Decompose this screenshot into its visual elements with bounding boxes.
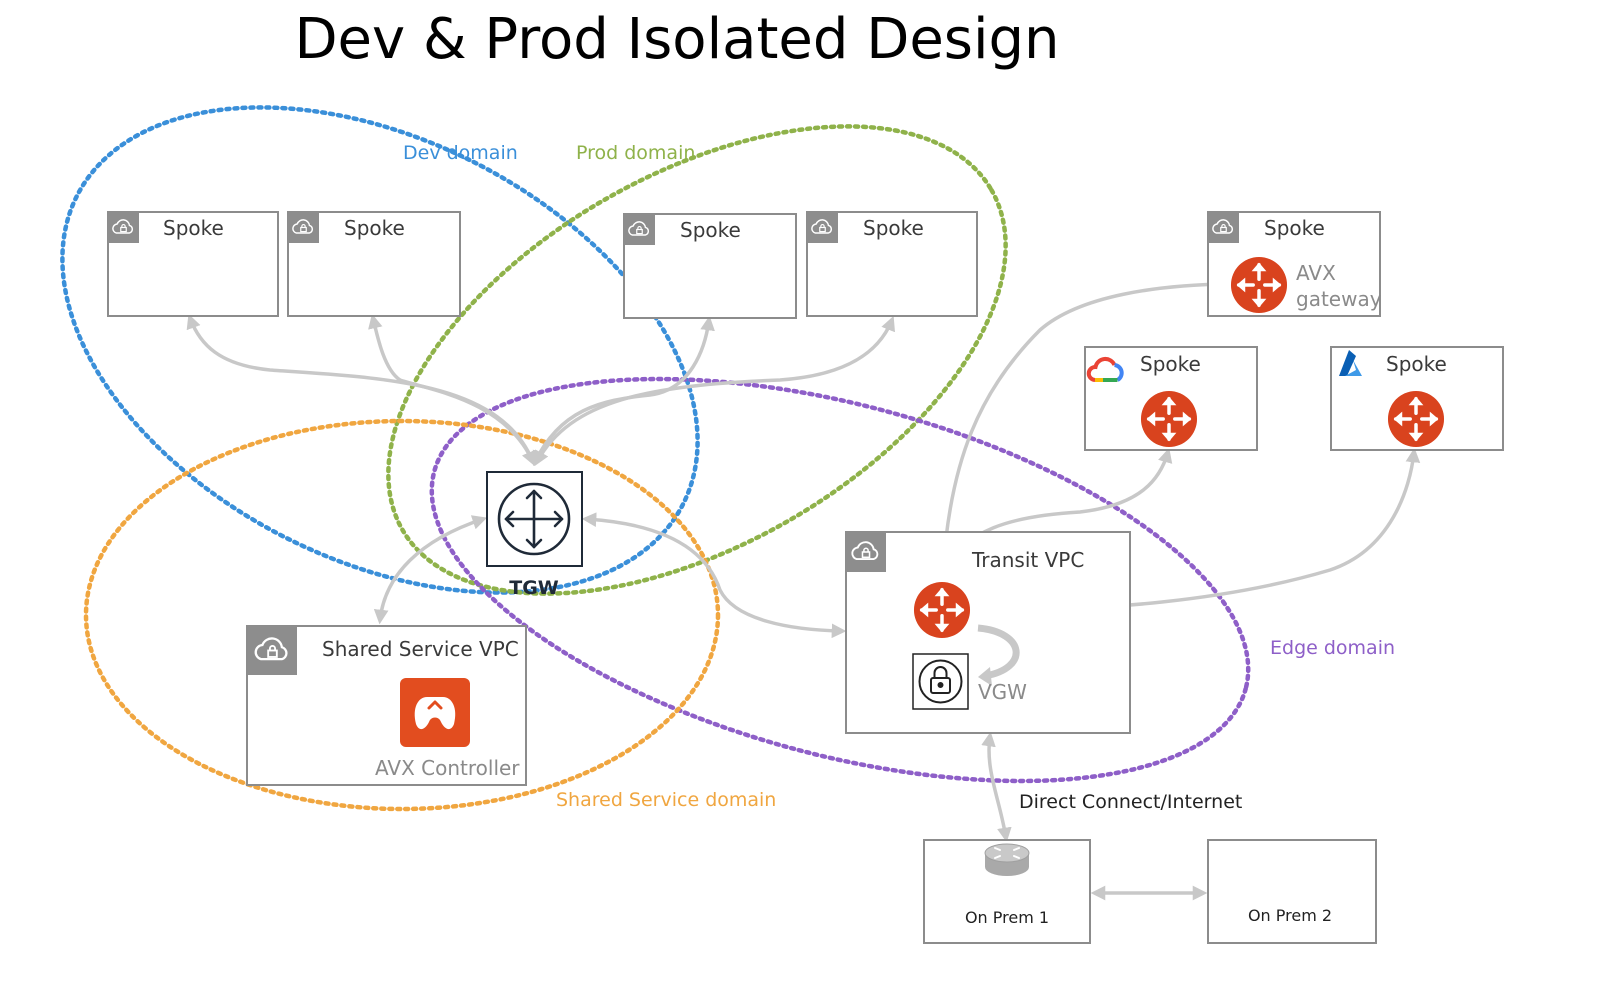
cloud-lock-icon — [247, 626, 298, 675]
router-arrows-icon — [1387, 390, 1445, 448]
spoke-label: Spoke — [1264, 216, 1325, 240]
shared-service-vpc[interactable]: Shared Service VPC AVX Controller — [246, 625, 527, 786]
cloud-lock-icon — [108, 212, 139, 243]
shared-domain-label: Shared Service domain — [556, 789, 776, 811]
transit-vpc[interactable]: Transit VPC VGW — [845, 531, 1131, 734]
page-title: Dev & Prod Isolated Design — [294, 7, 1059, 72]
spoke-label: Spoke — [163, 216, 224, 240]
padlock-icon — [918, 659, 963, 704]
transit-vpc-label: Transit VPC — [971, 548, 1084, 572]
tgw-to-shared-vpc-link — [373, 515, 488, 625]
spoke-label: Spoke — [344, 216, 405, 240]
spoke-label: Spoke — [1386, 352, 1447, 376]
on-prem-1-label: On Prem 1 — [965, 908, 1049, 927]
cloud-lock-icon — [288, 212, 319, 243]
shared-vpc-label: Shared Service VPC — [322, 637, 519, 661]
tgw-to-prod-spoke-2-link — [534, 315, 895, 466]
direct-connect-label: Direct Connect/Internet — [1019, 791, 1242, 813]
cloud-lock-icon — [1208, 212, 1239, 243]
on-prem-1[interactable]: On Prem 1 — [923, 839, 1091, 944]
vgw-node — [912, 653, 969, 710]
spoke-label: Spoke — [680, 218, 741, 242]
prod-spoke-1[interactable]: Spoke — [623, 213, 797, 319]
cloud-lock-icon — [807, 212, 838, 243]
avx-controller-icon — [400, 678, 470, 747]
avx-gateway-label-line2: gateway — [1296, 287, 1382, 311]
onprem-router-icon — [984, 843, 1030, 876]
curved-arrow-head — [978, 667, 992, 686]
avx-controller-label: AVX Controller — [375, 756, 520, 780]
tgw-to-dev-spoke-2-link — [368, 313, 536, 467]
prod-spoke-2[interactable]: Spoke — [806, 211, 978, 317]
aws-avx-spoke[interactable]: Spoke AVX gateway — [1207, 211, 1382, 317]
on-prem-2[interactable]: On Prem 2 — [1207, 839, 1377, 944]
vgw-label: VGW — [978, 680, 1027, 704]
avx-gateway-label-line1: AVX — [1296, 261, 1336, 285]
tgw-to-transit-vpc-link — [581, 512, 847, 639]
prod-domain-label: Prod domain — [576, 142, 695, 164]
azure-icon — [1339, 350, 1362, 376]
azure-spoke[interactable]: Spoke — [1330, 346, 1504, 451]
dev-spoke-2[interactable]: Spoke — [287, 211, 461, 317]
cloud-lock-icon — [846, 532, 886, 572]
tgw-to-dev-spoke-1-link — [186, 313, 536, 467]
spoke-label: Spoke — [863, 216, 924, 240]
transit-to-onprem-link — [981, 731, 1012, 843]
tgw-label: TGW — [509, 577, 559, 599]
router-arrows-icon — [1230, 256, 1288, 314]
router-arrows-icon — [1140, 390, 1198, 448]
dev-domain-label: Dev domain — [403, 142, 518, 164]
google-cloud-icon — [1086, 356, 1124, 382]
edge-domain-outline — [429, 376, 1251, 784]
edge-domain-label: Edge domain — [1270, 637, 1395, 659]
dev-spoke-1[interactable]: Spoke — [107, 211, 279, 317]
on-prem-2-label: On Prem 2 — [1248, 906, 1332, 925]
cloud-lock-icon — [624, 214, 655, 245]
gcp-spoke[interactable]: Spoke — [1084, 346, 1258, 451]
router-arrows-icon — [913, 581, 971, 639]
dev-domain-outline — [60, 105, 700, 595]
spoke-label: Spoke — [1140, 352, 1201, 376]
tgw-to-prod-spoke-1-link — [532, 315, 715, 466]
router-to-vgw-curved-arrow — [977, 624, 1020, 680]
tgw-node[interactable]: TGW — [486, 471, 583, 599]
tgw-cross-arrows-icon — [497, 482, 571, 556]
